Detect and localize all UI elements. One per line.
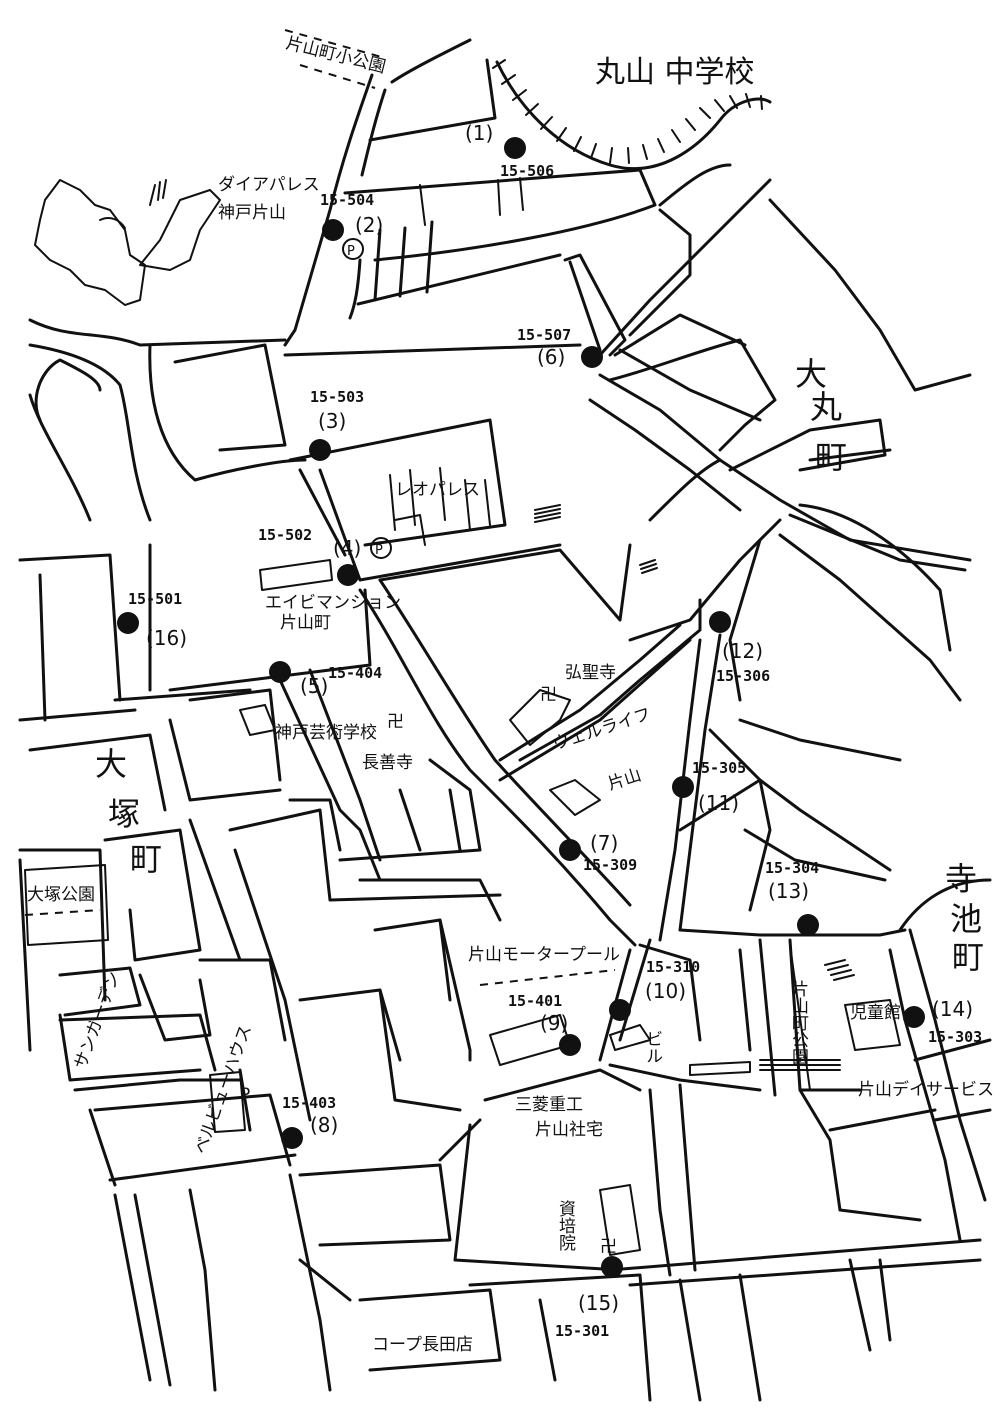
place-katayama-small-park: 片山町小公園 <box>284 33 388 77</box>
marker-num-10: (10) <box>645 979 686 1003</box>
temple-mark-shinkoin: 卍 <box>600 1237 617 1257</box>
place-leo-palace: レオパレス <box>395 480 480 500</box>
place-katayama-park: 片山町公園 <box>788 980 809 1065</box>
marker-num-16: (16) <box>146 626 187 650</box>
school-boundary <box>492 59 772 171</box>
place-chozenji: 長善寺 <box>362 753 413 773</box>
marker-code-9: 15-401 <box>508 992 562 1010</box>
marker-dot-5[interactable] <box>269 661 291 683</box>
place-kobe-art-school: 神戸芸術学校 <box>275 723 377 743</box>
district-omaru-2: 丸 <box>810 388 842 426</box>
school-label: 丸山 中学校 <box>595 55 755 90</box>
parking-label-2: P <box>375 543 383 558</box>
marker-num-1: (1) <box>465 121 493 145</box>
place-coop: コープ長田店 <box>372 1335 473 1355</box>
marker-dot-16[interactable] <box>117 612 139 634</box>
marker-dot-2[interactable] <box>322 219 344 241</box>
marker-code-12: 15-306 <box>716 667 770 685</box>
place-mitsubishi-1: 三菱重工 <box>515 1095 583 1115</box>
marker-code-14: 15-303 <box>928 1028 982 1046</box>
marker-code-11: 15-305 <box>692 759 746 777</box>
place-mitsubishi-2: 片山社宅 <box>535 1120 603 1140</box>
place-ebi-mansion-1: エイビマンション <box>265 593 401 613</box>
place-well-life-2: 片山 <box>605 765 644 795</box>
place-katayama-day-service: 片山デイサービス <box>858 1079 994 1100</box>
district-otsuka-1: 大 <box>95 745 127 783</box>
parking-label-1: P <box>347 244 355 259</box>
place-ebi-mansion-2: 片山町 <box>280 613 331 633</box>
marker-code-15: 15-301 <box>555 1322 609 1340</box>
place-kojiji: 弘聖寺 <box>565 663 616 683</box>
marker-code-13: 15-304 <box>765 859 819 877</box>
district-otsuka-2: 塚 <box>108 795 140 833</box>
marker-dot-1[interactable] <box>504 137 526 159</box>
marker-code-8: 15-403 <box>282 1094 336 1112</box>
marker-dot-12[interactable] <box>709 611 731 633</box>
labels: 丸山 中学校 片山町小公園 ダイアパレス 神戸片山 レオパレス エイビマンション… <box>27 33 994 1355</box>
marker-dot-9[interactable] <box>559 1034 581 1056</box>
parking-icon-1 <box>342 238 364 260</box>
district-omaru-3: 町 <box>815 438 847 476</box>
district-teraike-2: 池 <box>950 900 982 938</box>
marker-code-4: 15-502 <box>258 526 312 544</box>
marker-code-10: 15-310 <box>646 958 700 976</box>
place-children-hall: 児童館 <box>850 1003 901 1023</box>
marker-num-11: (11) <box>698 791 739 815</box>
marker-num-9: (9) <box>540 1011 568 1035</box>
marker-dot-6[interactable] <box>581 346 603 368</box>
marker-dot-13[interactable] <box>797 914 819 936</box>
marker-num-13: (13) <box>768 879 809 903</box>
marker-dot-8[interactable] <box>281 1127 303 1149</box>
marker-code-6: 15-507 <box>517 326 571 344</box>
survey-markers: (1) 15-506 (2) 15-504 (3) 15-503 (4) 15-… <box>117 121 982 1340</box>
district-teraike-1: 寺 <box>945 860 977 898</box>
marker-num-4: (4) <box>333 536 361 560</box>
place-katayama-motor-pool: 片山モータープール <box>468 945 620 965</box>
place-diapalace-1: ダイアパレス <box>218 175 320 195</box>
marker-num-5: (5) <box>300 674 328 698</box>
marker-dot-7[interactable] <box>559 839 581 861</box>
marker-num-14: (14) <box>932 997 973 1021</box>
marker-num-6: (6) <box>537 345 565 369</box>
marker-num-12: (12) <box>722 639 763 663</box>
parking-label-3: P <box>240 1085 250 1105</box>
district-teraike-3: 町 <box>952 938 984 976</box>
temple-mark-kojiji: 卍 <box>540 685 557 705</box>
marker-dot-14[interactable] <box>903 1006 925 1028</box>
marker-dot-3[interactable] <box>309 439 331 461</box>
marker-dot-15[interactable] <box>601 1256 623 1278</box>
marker-code-1: 15-506 <box>500 162 554 180</box>
marker-dot-11[interactable] <box>672 776 694 798</box>
district-omaru-1: 大 <box>795 355 827 393</box>
marker-dot-10[interactable] <box>609 999 631 1021</box>
marker-code-2: 15-504 <box>320 191 374 209</box>
marker-code-5: 15-404 <box>328 664 382 682</box>
marker-code-7: 15-309 <box>583 856 637 874</box>
temple-mark-chozenji: 卍 <box>387 712 404 732</box>
place-building: ビル <box>642 1030 662 1064</box>
marker-num-15: (15) <box>578 1291 619 1315</box>
place-otsuka-park: 大塚公園 <box>27 885 95 905</box>
marker-dot-4[interactable] <box>337 564 359 586</box>
marker-num-3: (3) <box>318 409 346 433</box>
marker-code-3: 15-503 <box>310 388 364 406</box>
parking-icon-2 <box>370 537 392 559</box>
place-shinkoin: 資培院 <box>555 1200 576 1251</box>
place-diapalace-2: 神戸片山 <box>218 203 286 223</box>
district-otsuka-3: 町 <box>130 840 162 878</box>
marker-code-16: 15-501 <box>128 590 182 608</box>
marker-num-2: (2) <box>355 213 383 237</box>
marker-num-7: (7) <box>590 831 618 855</box>
road-network <box>18 29 992 1402</box>
marker-num-8: (8) <box>310 1113 338 1137</box>
